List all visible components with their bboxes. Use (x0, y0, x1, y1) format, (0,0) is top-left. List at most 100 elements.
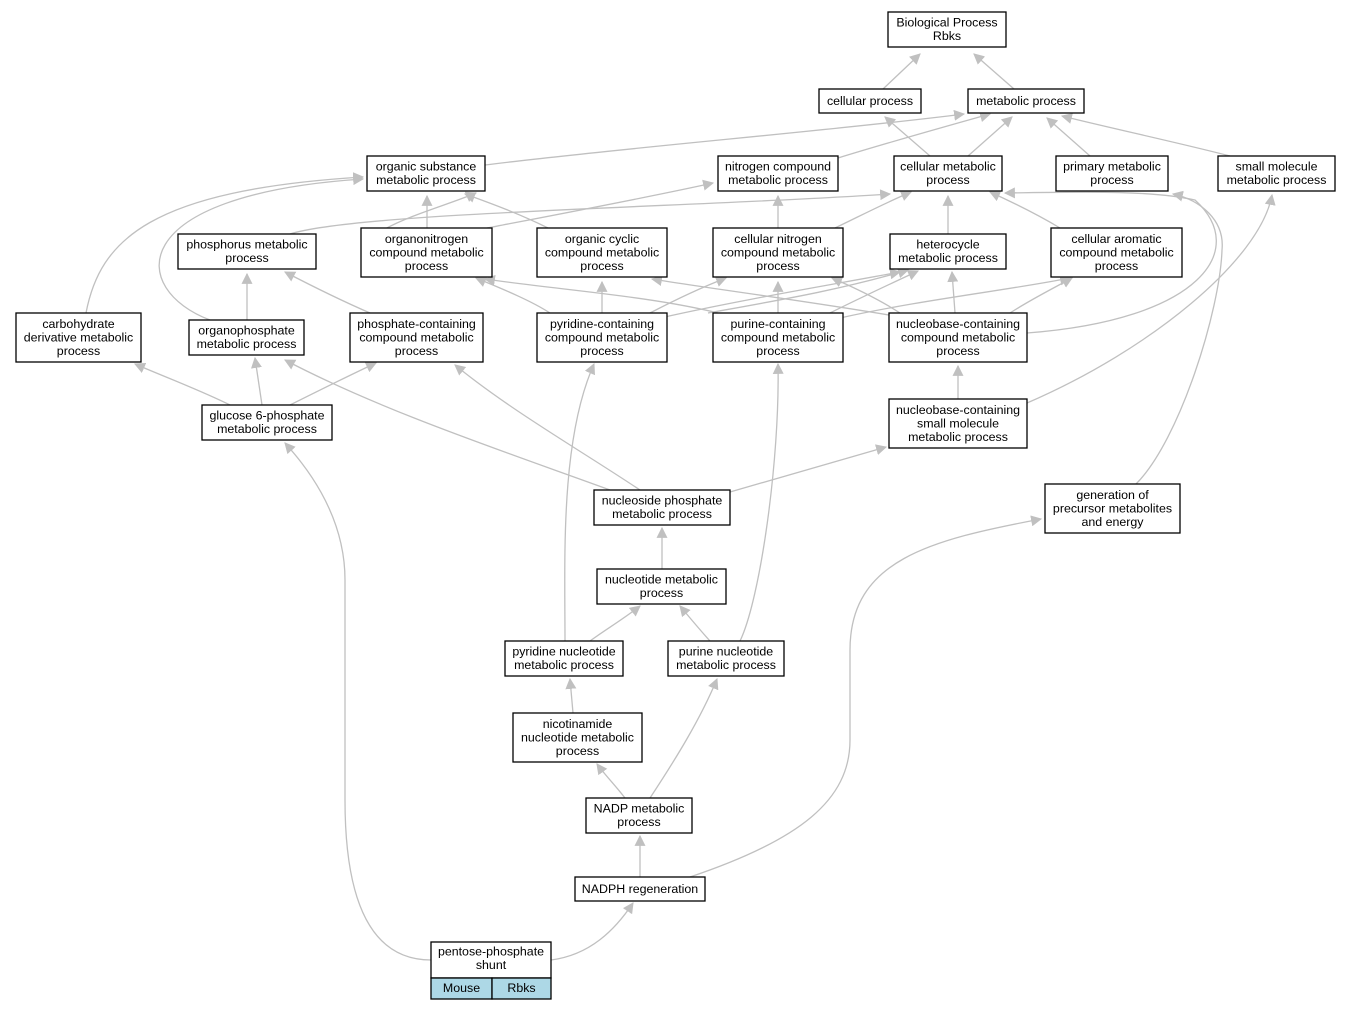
node-label-line: purine-containing (730, 317, 825, 331)
node-label-line: process (936, 344, 979, 358)
node-label-line: shunt (476, 958, 507, 972)
edge-nucleobase_containing-organic_cyclic (650, 275, 896, 317)
node-box (574, 876, 706, 902)
edge-nucleoside_phosphate-organophosphate (284, 359, 611, 491)
node-label-line: process (617, 815, 660, 829)
node-label-line: process (580, 344, 623, 358)
edge-nadp-nicotinamide (596, 763, 626, 799)
edge-cellular_metabolic-cellular_process (884, 116, 931, 157)
node-label-line: heterocycle (916, 238, 979, 252)
node-label-line: metabolic process (1227, 173, 1327, 187)
node-label-line: cellular metabolic (900, 160, 996, 174)
node-label-line: NADP metabolic (594, 802, 685, 816)
edge-cellular_metabolic-cellular_metabolic-from-phosphorus (289, 189, 892, 235)
edge-pyridine_containing-cellular_nitrogen (649, 276, 728, 314)
node-label-line: process (225, 251, 268, 265)
edge-primary_metabolic-metabolic_process (1046, 117, 1091, 157)
edge-nadph-generation_precursor (689, 515, 1043, 878)
edge-pyridine_nucleotide-pyridine_containing (564, 362, 595, 642)
node-label-line: nucleobase-containing (896, 403, 1020, 417)
node-label-line: precursor metabolites (1053, 501, 1172, 515)
node-metabolic-process[interactable]: metabolic process (967, 88, 1085, 114)
edge-phosphorus-organic_substance (384, 191, 478, 230)
node-label-line: process (395, 344, 438, 358)
node-box (360, 227, 493, 278)
node-label-line: nucleotide metabolic (521, 730, 634, 744)
edge-cellular_nitrogen-cellular_metabolic (834, 190, 913, 229)
node-label-line: phosphorus metabolic (186, 238, 307, 252)
node-label-line: nucleoside phosphate (602, 494, 723, 508)
node-label-line: metabolic process (976, 94, 1076, 108)
edge-organic_cyclic-organic_substance (463, 192, 549, 229)
node-box (1050, 227, 1183, 278)
node-label-line: organophosphate (198, 324, 295, 338)
node-label-line: nucleobase-containing (896, 317, 1020, 331)
edge-purine_containing-organonitrogen (483, 274, 719, 314)
node-label-line: metabolic process (612, 507, 712, 521)
node-label-line: carbohydrate (42, 317, 114, 331)
edge-organonitrogen-nitrogen_compound (486, 179, 715, 229)
node-box (888, 312, 1028, 363)
edge-metabolic_process-root (973, 53, 1015, 90)
node-label-line: metabolic process (514, 658, 614, 672)
node-label-line: metabolic process (217, 422, 317, 436)
edge-pyridine_containing-heterocycle (659, 268, 902, 319)
node-box (504, 640, 624, 677)
node-label-line: glucose 6-phosphate (209, 409, 324, 423)
legend-cell-rbks: Rbks (491, 977, 552, 1000)
edge-glucose6p-carbohydrate_derivative (133, 362, 231, 406)
node-box (349, 312, 484, 363)
node-label-line: compound metabolic (359, 330, 473, 344)
node-box (667, 640, 785, 677)
node-box (893, 155, 1003, 192)
node-label-line: process (756, 259, 799, 273)
node-label-line: process (405, 259, 448, 273)
edge-organic_substance-metabolic_process (484, 109, 966, 166)
node-box (717, 155, 839, 192)
node-label-line: cellular process (827, 94, 913, 108)
node-label-line: compound metabolic (721, 245, 835, 259)
node-box (536, 312, 668, 363)
node-nadph[interactable]: NADPH regeneration (574, 876, 706, 902)
edge-nucleobase_containing-heterocycle (947, 270, 959, 314)
node-label-line: nucleotide metabolic (605, 573, 718, 587)
node-label-line: nicotinamide (543, 717, 613, 731)
edge-small_molecule-metabolic_process (1060, 113, 1231, 157)
node-cellular-process[interactable]: cellular process (818, 88, 922, 114)
node-box (15, 312, 142, 363)
node-box (889, 233, 1007, 270)
node-box (585, 797, 693, 834)
node-label-line: Biological Process (896, 16, 997, 30)
